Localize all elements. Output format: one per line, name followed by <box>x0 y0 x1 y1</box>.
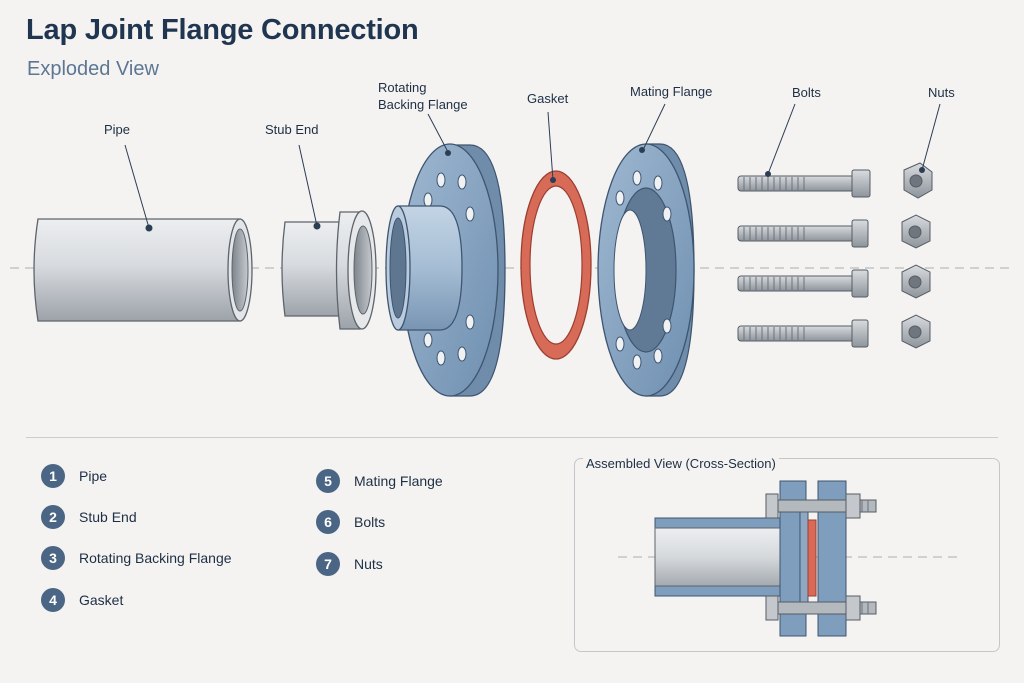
legend-text: Nuts <box>354 556 383 572</box>
nut <box>901 214 931 249</box>
section-divider <box>26 437 998 438</box>
legend-number: 6 <box>316 510 340 534</box>
legend-text: Rotating Backing Flange <box>79 550 232 566</box>
label-pipe: Pipe <box>104 122 131 137</box>
legend-number: 2 <box>41 505 65 529</box>
mating-flange-part <box>597 143 695 397</box>
legend-item-pipe: 1 Pipe <box>41 463 107 489</box>
rotating-backing-flange-part <box>385 143 506 397</box>
nuts-group <box>901 162 933 349</box>
assembled-view-title: Assembled View (Cross-Section) <box>583 456 779 471</box>
bolt <box>737 269 869 298</box>
legend-number: 7 <box>316 552 340 576</box>
legend-item-mating-flange: 5 Mating Flange <box>316 468 443 494</box>
label-backing-flange-line1: Rotating <box>378 80 427 95</box>
legend-text: Gasket <box>79 592 124 608</box>
nut <box>901 314 931 349</box>
legend-number: 5 <box>316 469 340 493</box>
legend-item-bolts: 6 Bolts <box>316 509 385 535</box>
exploded-view-diagram <box>10 103 1014 397</box>
bolt <box>737 169 871 198</box>
nut <box>903 162 933 199</box>
legend-text: Pipe <box>79 468 108 484</box>
legend-item-nuts: 7 Nuts <box>316 551 383 577</box>
legend-number: 4 <box>41 588 65 612</box>
label-gasket: Gasket <box>527 91 569 106</box>
bolts-group <box>737 169 871 348</box>
legend-item-stub-end: 2 Stub End <box>41 504 137 530</box>
legend-text: Bolts <box>354 514 386 530</box>
pipe-part <box>33 218 253 322</box>
bolt <box>737 219 869 248</box>
legend-text: Mating Flange <box>354 473 443 489</box>
legend-number: 1 <box>41 464 65 488</box>
label-nuts: Nuts <box>928 85 955 100</box>
legend-number: 3 <box>41 546 65 570</box>
page-subtitle: Exploded View <box>27 58 159 80</box>
page-title: Lap Joint Flange Connection <box>26 14 419 46</box>
bolt <box>737 319 869 348</box>
legend-text: Stub End <box>79 509 137 525</box>
label-stub-end: Stub End <box>265 122 319 137</box>
assembled-view-panel <box>574 458 1000 652</box>
label-bolts: Bolts <box>792 85 821 100</box>
stub-end-part <box>281 210 377 330</box>
leader-lines <box>124 103 941 232</box>
legend-item-gasket: 4 Gasket <box>41 587 123 613</box>
label-mating-flange: Mating Flange <box>630 84 713 99</box>
gasket-part <box>520 170 592 360</box>
label-backing-flange-line2: Backing Flange <box>378 97 468 112</box>
legend-item-backing-flange: 3 Rotating Backing Flange <box>41 545 232 571</box>
nut <box>901 264 931 299</box>
